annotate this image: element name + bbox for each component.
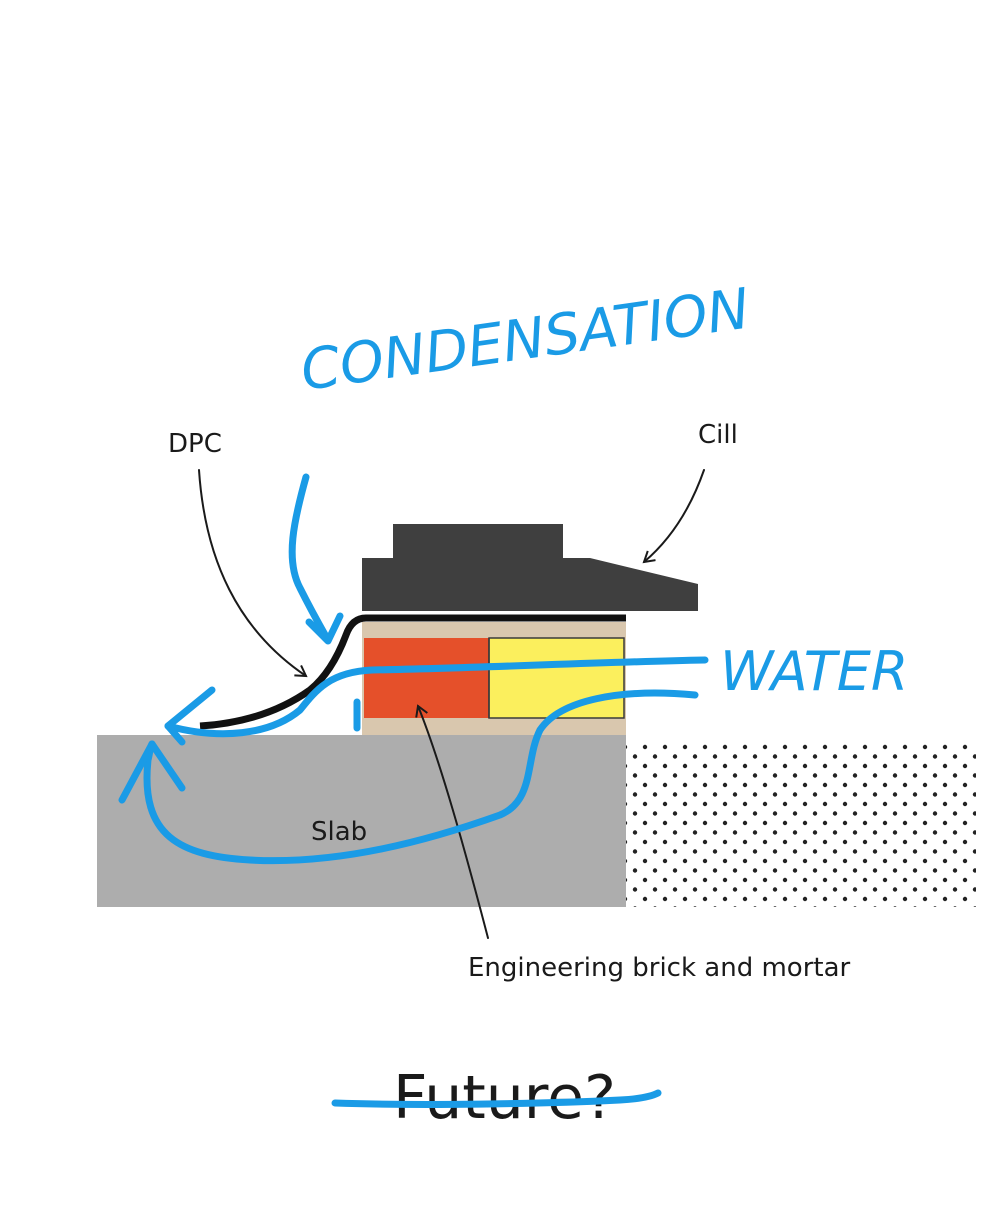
water-flow-arrow-head bbox=[164, 686, 216, 746]
brick-pointer-arrow bbox=[415, 704, 489, 939]
cill bbox=[362, 524, 698, 611]
ground-dotted-fill bbox=[626, 742, 976, 907]
water-loop-arrow-head bbox=[118, 740, 186, 804]
slab bbox=[97, 735, 626, 907]
engineering-brick-label: Engineering brick and mortar bbox=[468, 953, 851, 983]
water-loop-line bbox=[143, 689, 699, 865]
water-flow-line bbox=[164, 656, 709, 738]
future-label: Future? bbox=[393, 1063, 616, 1133]
engineering-brick-red bbox=[364, 638, 489, 718]
dpc-pointer-arrow bbox=[198, 469, 308, 678]
slab-label: Slab bbox=[311, 817, 367, 847]
dpc-label: DPC bbox=[168, 429, 222, 459]
future-strikethrough bbox=[331, 1089, 662, 1108]
condensation-arrow bbox=[288, 473, 332, 644]
water-annotation: WATER bbox=[720, 640, 908, 703]
cill-label: Cill bbox=[698, 420, 738, 450]
dpc-membrane bbox=[199, 614, 626, 730]
condensation-arrow-head bbox=[305, 612, 344, 645]
engineering-brick-yellow bbox=[488, 637, 625, 719]
cill-pointer-arrow bbox=[642, 469, 705, 564]
condensation-annotation: CONDENSATION bbox=[297, 277, 754, 404]
